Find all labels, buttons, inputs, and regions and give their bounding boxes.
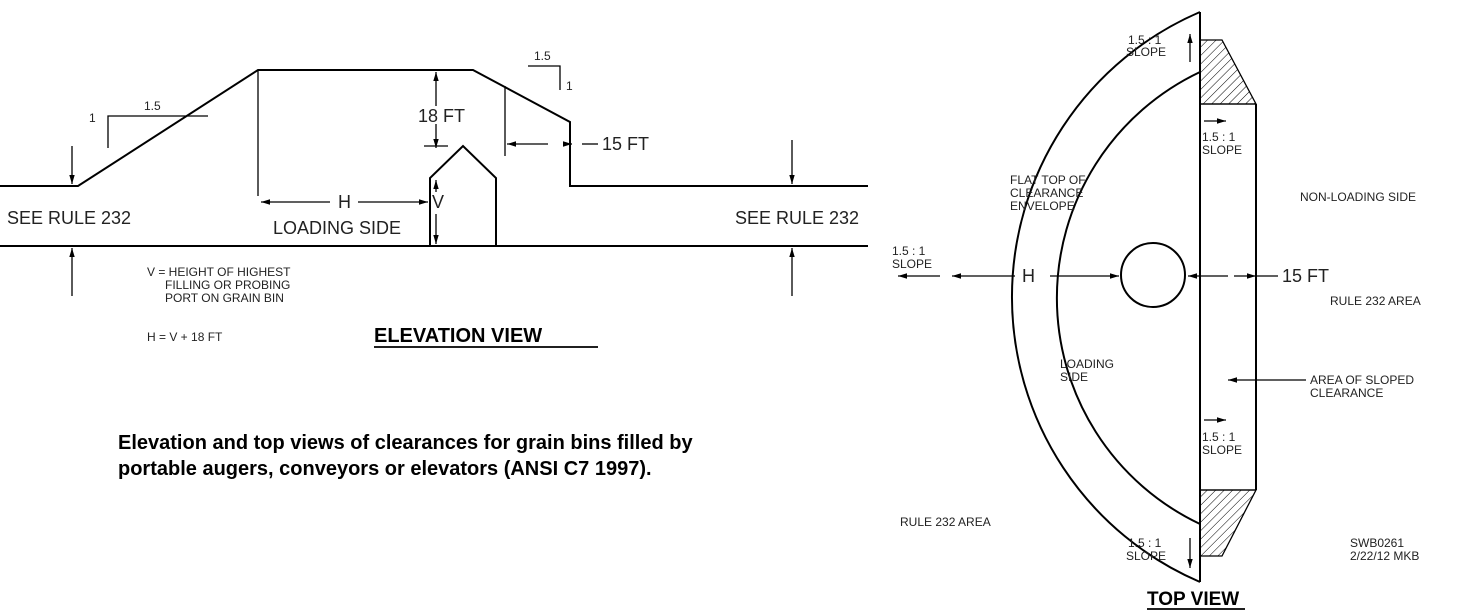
rule-area-right-label: RULE 232 AREA [1330,294,1421,308]
slope-ratio-bottom: 1.5 : 1 [1128,536,1162,550]
slope-indicator-right [528,65,561,90]
grain-bin [429,144,497,246]
legend-line-1: V = HEIGHT OF HIGHEST [147,265,291,279]
flat-top-line-2: CLEARANCE [1010,186,1083,200]
top-view-title: TOP VIEW [1147,589,1239,610]
top-h-label: H [1022,266,1035,286]
hatched-area-top [1199,39,1258,105]
legend-line-3: PORT ON GRAIN BIN [165,291,284,305]
slope-word-strip-bottom: SLOPE [1202,443,1242,457]
loading-side-label: LOADING SIDE [273,218,401,238]
sloped-area-line-2: CLEARANCE [1310,386,1383,400]
loading-side-line-2: SIDE [1060,370,1088,384]
clearance-envelope [0,69,868,187]
slope-ratio-left: 1.5 : 1 [892,244,926,258]
slope-rise-right: 1 [566,79,573,93]
slope-word-left: SLOPE [892,257,932,271]
legend-line-2: FILLING OR PROBING [165,278,290,292]
elevation-view: 1.5 1 1.5 1 SEE RULE 232 SEE RULE 232 18… [0,49,868,348]
v-label: V [432,192,444,212]
slope-indicator-left [107,115,208,148]
flat-top-arc [1055,71,1201,525]
slope-ratio-strip-top: 1.5 : 1 [1202,130,1236,144]
flat-top-line-1: FLAT TOP OF [1010,173,1086,187]
see-rule-left: SEE RULE 232 [7,208,131,228]
outer-boundary-arc [1010,11,1201,583]
slope-ratio-strip-bottom: 1.5 : 1 [1202,430,1236,444]
slope-rise-left: 1 [89,111,96,125]
slope-word-strip-top: SLOPE [1202,143,1242,157]
slope-run-left: 1.5 [144,99,161,113]
slope-word-top: SLOPE [1126,45,1166,59]
loading-side-line-1: LOADING [1060,357,1114,371]
figure-caption: Elevation and top views of clearances fo… [118,432,693,480]
drawing-id: SWB0261 [1350,536,1404,550]
hatched-area-bottom [1199,489,1258,557]
non-loading-side-label: NON-LOADING SIDE [1300,190,1416,204]
height-label: 18 FT [418,106,465,126]
h-label: H [338,192,351,212]
top-view: 1.5 : 1 SLOPE 1.5 : 1 SLOPE 1.5 : 1 SLOP… [892,11,1421,610]
rule-area-left-label: RULE 232 AREA [900,515,991,529]
grain-bin-circle [1120,242,1186,308]
slope-run-right: 1.5 [534,49,551,63]
drawing-date: 2/22/12 MKB [1350,549,1419,563]
flat-top-line-3: ENVELOPE [1010,199,1075,213]
elevation-title: ELEVATION VIEW [374,325,542,347]
slope-word-bottom: SLOPE [1126,549,1166,563]
sloped-area-line-1: AREA OF SLOPED [1310,373,1414,387]
slope-ratio-top: 1.5 : 1 [1128,33,1162,47]
offset-label: 15 FT [602,134,649,154]
top-offset-label: 15 FT [1282,266,1329,286]
see-rule-right: SEE RULE 232 [735,208,859,228]
legend-line-4: H = V + 18 FT [147,330,223,344]
